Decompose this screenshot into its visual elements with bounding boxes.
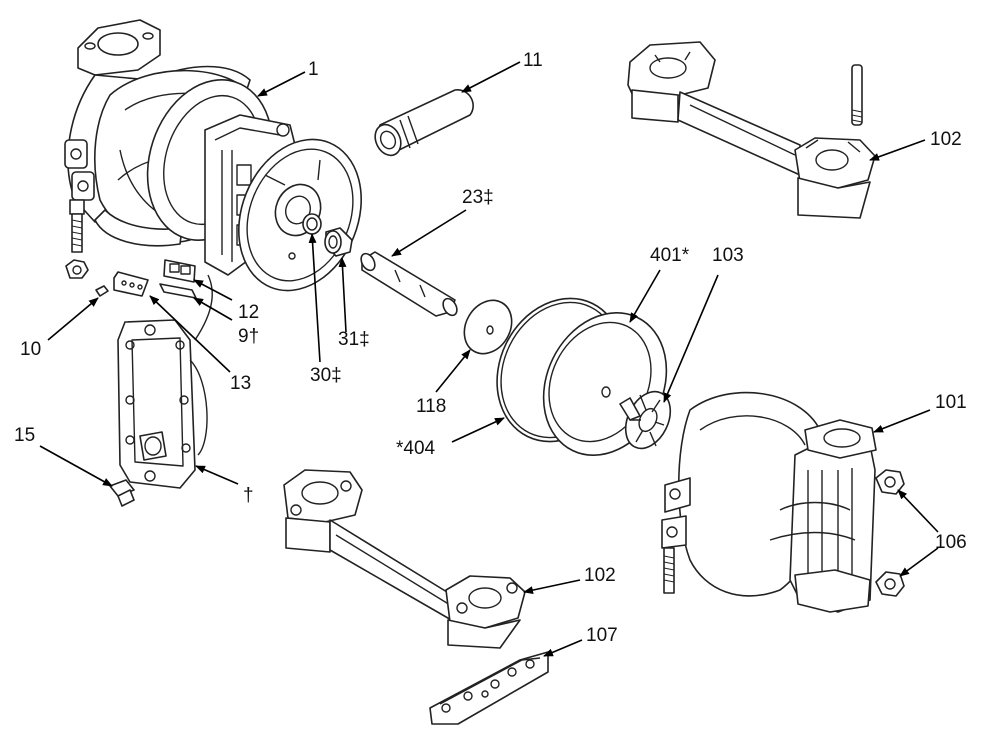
callout-13: 13 [230, 373, 252, 394]
callout-404: *404 [396, 438, 436, 459]
leader-106-top [897, 489, 939, 533]
callout-107: 107 [586, 625, 618, 646]
hex-nut-106-bottom [875, 571, 905, 597]
shaft-23 [360, 251, 458, 317]
leader-102-bottom [523, 579, 581, 595]
leader-15 [39, 445, 113, 487]
fluid-plate-103 [619, 390, 672, 450]
callout-11: 11 [523, 50, 543, 71]
leader-13 [149, 295, 231, 373]
leader-1 [257, 71, 306, 97]
callout-101: 101 [935, 392, 967, 413]
leader-404 [451, 417, 505, 443]
manifold-102-top [627, 41, 876, 219]
callout-106: 106 [935, 532, 967, 553]
leader-lines [39, 61, 939, 657]
callout-9: 9† [238, 326, 260, 347]
hex-nut-left [65, 259, 89, 279]
callout-12: 12 [238, 302, 260, 323]
gasket-9 [159, 283, 197, 299]
callout-dagger: † [243, 485, 254, 506]
callout-30: 30‡ [310, 365, 342, 386]
leader-11 [461, 61, 521, 93]
leader-23 [391, 209, 467, 257]
hex-nut-106-top [875, 469, 905, 495]
leader-31 [338, 257, 347, 333]
leader-103 [663, 274, 719, 403]
air-valve-cover [117, 274, 213, 489]
leader-102-top [869, 139, 926, 161]
callout-401: 401* [650, 245, 690, 266]
manifold-102-bottom [283, 469, 526, 649]
leader-107 [543, 639, 583, 657]
valve-cup-12 [163, 259, 196, 283]
leader-401 [629, 269, 661, 323]
seal-30 [302, 213, 322, 235]
leader-10 [47, 297, 99, 341]
bushing-31 [324, 227, 353, 257]
callout-118: 118 [416, 396, 447, 417]
leader-dagger [195, 465, 239, 485]
muffler-11 [374, 89, 474, 157]
leader-101 [873, 409, 931, 433]
callout-102-top: 102 [930, 129, 962, 150]
screw-10 [95, 285, 109, 297]
leader-30 [308, 233, 321, 363]
leader-9 [193, 297, 233, 321]
right-fluid-cover-101 [661, 391, 877, 613]
callout-10: 10 [20, 339, 42, 360]
washer-118 [463, 299, 513, 355]
leader-106-bottom [899, 547, 939, 577]
leader-118 [435, 349, 471, 393]
callout-31: 31‡ [338, 329, 370, 350]
callout-15: 15 [14, 425, 36, 446]
screw-15 [109, 479, 135, 507]
callout-23: 23‡ [462, 187, 494, 208]
leader-12 [193, 279, 233, 301]
pin-top-right [851, 64, 863, 126]
plate-107 [429, 651, 549, 725]
callout-1: 1 [308, 59, 319, 80]
callout-103: 103 [712, 245, 744, 266]
callout-102-bottom: 102 [584, 565, 616, 586]
plate-13 [113, 271, 149, 297]
